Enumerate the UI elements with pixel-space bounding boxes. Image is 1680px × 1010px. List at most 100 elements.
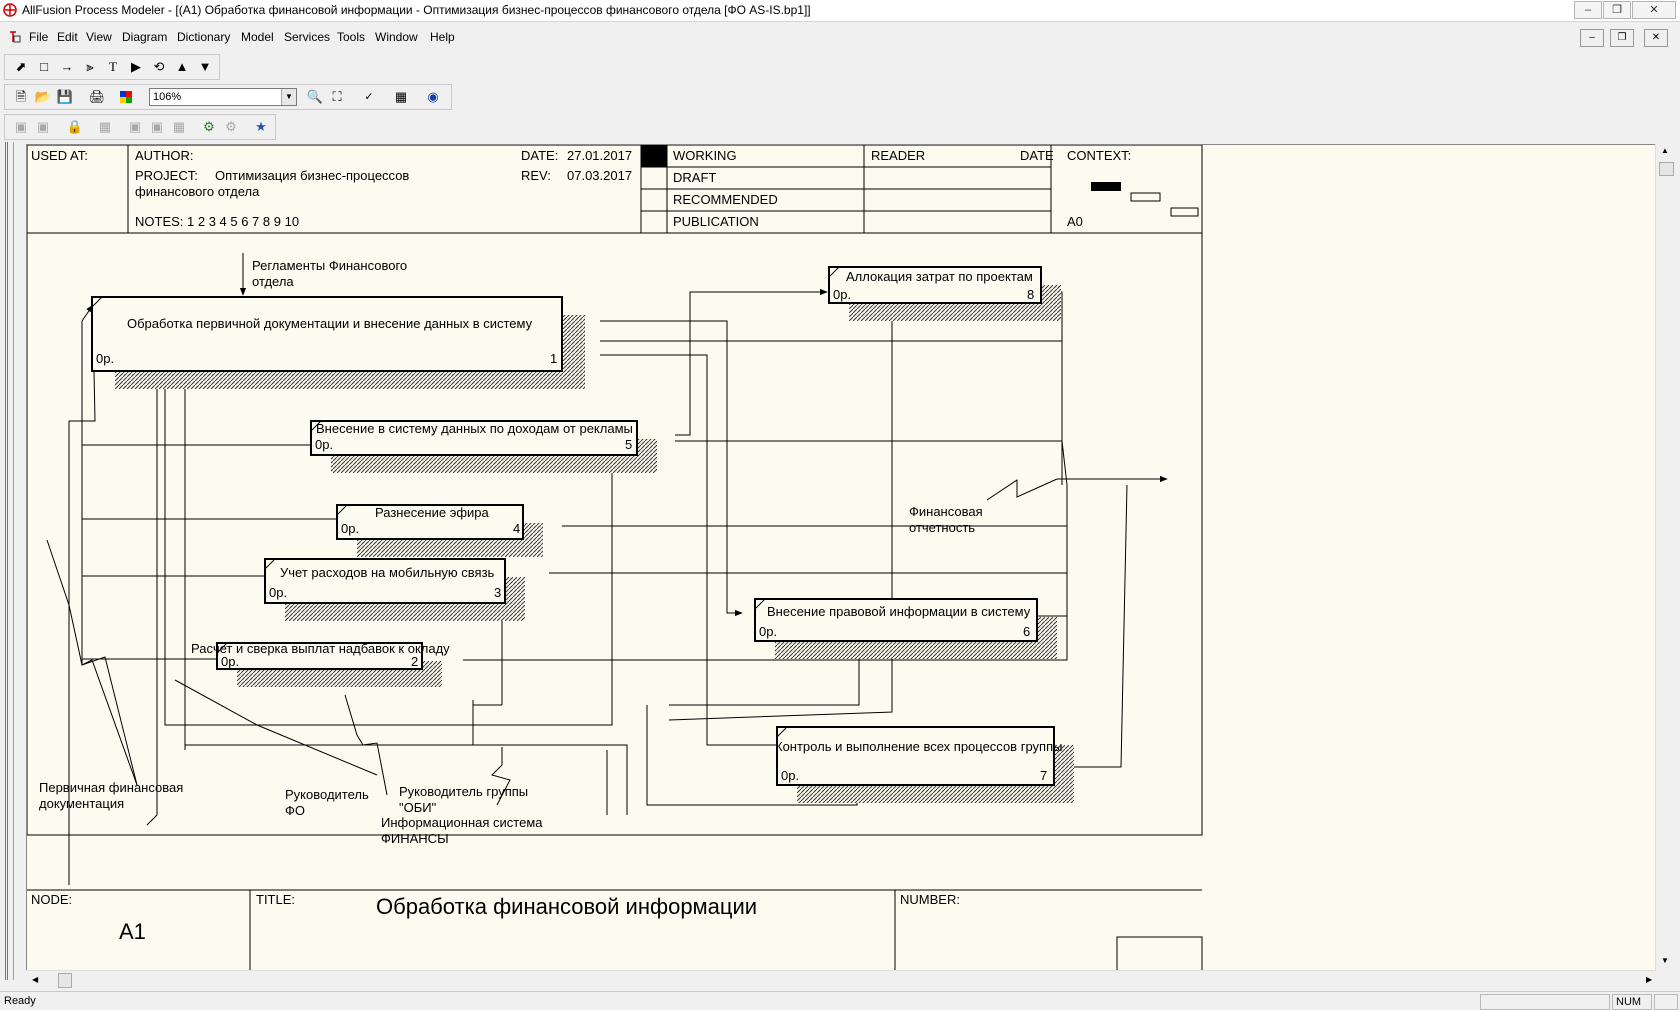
activity-box-label: Контроль и выполнение всех процессов гру… <box>775 739 1062 754</box>
activity-box-cost: 0р. <box>759 624 777 639</box>
menu-diagram[interactable]: Diagram <box>122 30 168 44</box>
activity-box-6[interactable]: Внесение правовой информации в систему 0… <box>754 598 1057 659</box>
mdi-close-button[interactable]: ✕ <box>1644 29 1668 47</box>
menu-dictionary[interactable]: Dictionary <box>177 30 231 44</box>
mart-settings-icon[interactable]: ⚙ <box>225 119 237 134</box>
date-label: DATE: <box>521 148 558 163</box>
activity-box-7[interactable]: Контроль и выполнение всех процессов гру… <box>775 726 1074 803</box>
activity-box-label: Аллокация затрат по проектам <box>846 269 1033 284</box>
scroll-thumb[interactable] <box>58 973 72 988</box>
menu-model[interactable]: Model <box>241 30 274 44</box>
menu-edit[interactable]: Edit <box>57 30 78 44</box>
standard-toolbar: 🗎 📂 💾 🖨 106% ▼ 🔍 ⛶ ✓ ▦ ◉ <box>4 84 452 110</box>
mechanism-arrow-label-1b[interactable]: ФО <box>285 803 305 818</box>
mdi-minimize-button[interactable]: – <box>1580 29 1604 47</box>
activity-box-number: 1 <box>550 351 557 366</box>
input-arrow-label-2[interactable]: документация <box>39 796 124 811</box>
node-value: A1 <box>119 919 146 944</box>
activity-box-1[interactable]: Обработка первичной документации и внесе… <box>91 296 585 389</box>
menu-tools[interactable]: Tools <box>337 30 366 44</box>
menu-services[interactable]: Services <box>284 30 331 44</box>
zoom-icon[interactable]: 🔍 <box>306 89 324 104</box>
zoom-fit-icon[interactable]: ⛶ <box>332 89 342 104</box>
reader-date-label: DATE <box>1020 148 1054 163</box>
scroll-thumb[interactable] <box>1659 162 1674 176</box>
open-folder-icon[interactable]: 📂 <box>34 89 52 104</box>
activity-box-8[interactable]: Аллокация затрат по проектам 0р. 8 <box>828 266 1061 321</box>
scroll-down-icon[interactable]: ▼ <box>1661 956 1669 965</box>
menu-view[interactable]: View <box>86 30 112 44</box>
window-minimize-button[interactable]: – <box>1574 1 1602 19</box>
model-explorer-icon[interactable]: ▦ <box>394 89 408 104</box>
input-arrow-label-1[interactable]: Первичная финансовая <box>39 780 183 795</box>
rev-value: 07.03.2017 <box>567 168 632 183</box>
activity-box-2[interactable]: Расчет и сверка выплат надбавок к окладу… <box>191 641 450 687</box>
activity-box-label: Расчет и сверка выплат надбавок к окладу <box>191 641 450 656</box>
activity-box-4[interactable]: Разнесение эфира 0р. 4 <box>336 504 543 557</box>
drawing-toolbar: ⬈ □ → ⫸ T ▶ ⟲ ▲ ▼ <box>4 54 220 80</box>
activity-box-label: Учет расходов на мобильную связь <box>280 565 495 580</box>
diagram-canvas[interactable]: USED AT: AUTHOR: PROJECT: Оптимизация би… <box>26 144 1656 970</box>
zoom-select[interactable]: 106% ▼ <box>149 88 297 106</box>
go-to-child-icon[interactable]: ▶ <box>131 59 141 74</box>
idef0-diagram: USED AT: AUTHOR: PROJECT: Оптимизация би… <box>27 145 1203 970</box>
output-arrow-label-2[interactable]: отчетность <box>909 520 975 535</box>
mdi-restore-button[interactable]: ❐ <box>1610 29 1634 47</box>
mechanism-arrow-label-2b[interactable]: "ОБИ" <box>399 800 437 815</box>
vertical-scrollbar[interactable]: ▲ ▼ <box>1655 144 1677 970</box>
team-icon[interactable]: ★ <box>255 119 267 134</box>
rev-label: REV: <box>521 168 551 183</box>
mechanism-arrow-label-3b[interactable]: ФИНАНСЫ <box>381 831 449 846</box>
window-restore-button[interactable]: ❐ <box>1603 1 1631 19</box>
mart-save-icon[interactable]: ▣ <box>36 119 50 134</box>
mart-grid-icon[interactable]: ▦ <box>172 119 186 134</box>
control-arrow-label-2[interactable]: отдела <box>252 274 294 289</box>
left-dock-splitter[interactable] <box>0 142 14 980</box>
mechanism-arrow-label-3a[interactable]: Информационная система <box>381 815 543 830</box>
lock-icon[interactable]: 🔒 <box>66 119 84 134</box>
notes-label: NOTES: 1 2 3 4 5 6 7 8 9 10 <box>135 214 299 229</box>
mechanism-arrow-label-2a[interactable]: Руководитель группы <box>399 784 528 799</box>
menu-window[interactable]: Window <box>375 30 418 44</box>
mart-users-icon[interactable]: ⚙ <box>203 119 215 134</box>
activity-box-cost: 0р. <box>833 287 851 302</box>
new-file-icon[interactable]: 🗎 <box>15 89 27 104</box>
output-arrow-label-1[interactable]: Финансовая <box>909 504 983 519</box>
scroll-right-icon[interactable]: ▶ <box>1646 975 1653 984</box>
model-mart-icon[interactable]: ◉ <box>427 89 439 104</box>
mart-report-icon[interactable]: ▣ <box>128 119 142 134</box>
mart-history-icon[interactable]: ▣ <box>150 119 164 134</box>
status-num: NUM <box>1612 994 1652 1010</box>
color-icon[interactable] <box>117 87 137 107</box>
go-up-icon[interactable]: ▲ <box>175 59 189 74</box>
context-thumbnail <box>1091 182 1199 217</box>
title-label: TITLE: <box>256 892 295 907</box>
rotate-icon[interactable]: ⟲ <box>153 59 165 74</box>
activity-box-cost: 0р. <box>269 585 287 600</box>
print-icon[interactable]: 🖨 <box>88 89 106 104</box>
activity-box-5[interactable]: Внесение в систему данных по доходам от … <box>310 420 657 473</box>
activity-box-tool-icon[interactable]: □ <box>40 59 48 74</box>
window-close-button[interactable]: ✕ <box>1632 1 1676 19</box>
arrow-tool-icon[interactable]: → <box>60 59 74 74</box>
squiggle-tool-icon[interactable]: ⫸ <box>86 59 94 74</box>
status-recommended: RECOMMENDED <box>673 192 778 207</box>
menu-file[interactable]: File <box>29 30 49 44</box>
project-line-1: Оптимизация бизнес-процессов <box>215 168 409 183</box>
text-tool-icon[interactable]: T <box>109 59 117 74</box>
pointer-tool-icon[interactable]: ⬈ <box>15 59 27 74</box>
save-icon[interactable]: 💾 <box>56 89 74 104</box>
horizontal-scrollbar[interactable]: ◀ ▶ <box>26 970 1656 990</box>
mart-open-icon[interactable]: ▣ <box>14 119 28 134</box>
spell-check-icon[interactable]: ✓ <box>364 91 374 103</box>
control-arrow-label-1[interactable]: Регламенты Финансового <box>252 258 407 273</box>
scroll-left-icon[interactable]: ◀ <box>32 975 39 984</box>
menu-help[interactable]: Help <box>430 30 455 44</box>
mechanism-arrow-label-1a[interactable]: Руководитель <box>285 787 369 802</box>
activity-box-number: 4 <box>513 521 520 536</box>
mart-merge-icon[interactable]: ▦ <box>98 119 112 134</box>
scroll-up-icon[interactable]: ▲ <box>1661 146 1669 155</box>
chevron-down-icon[interactable]: ▼ <box>281 89 296 105</box>
activity-box-3[interactable]: Учет расходов на мобильную связь 0р. 3 <box>264 558 525 621</box>
go-down-icon[interactable]: ▼ <box>198 59 212 74</box>
